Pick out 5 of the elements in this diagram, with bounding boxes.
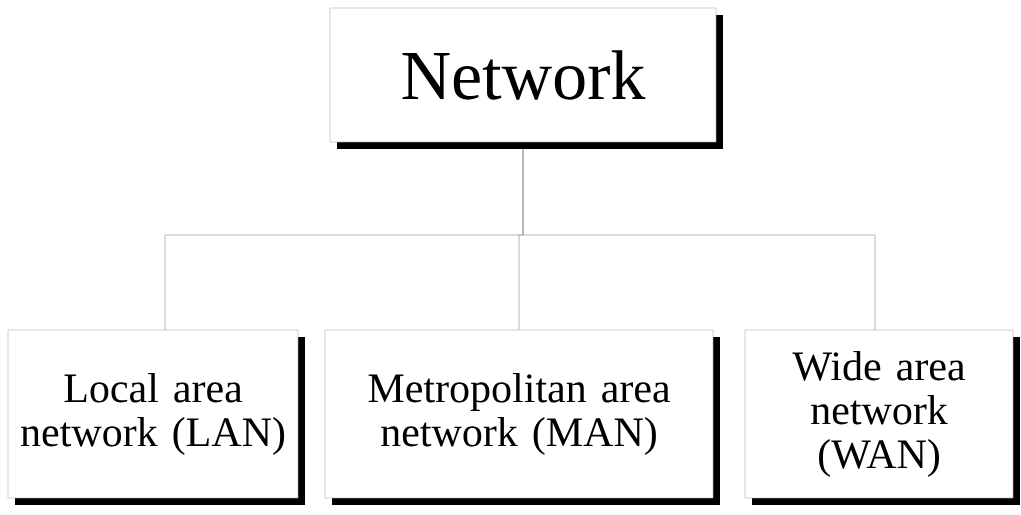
category-box: Metropolitan area network (MAN) [324,329,720,505]
title-box: Network [329,7,723,149]
category-box: Wide area network (WAN) [744,329,1020,505]
connector-line [522,147,876,331]
category-box: Local area network (LAN) [7,329,305,505]
